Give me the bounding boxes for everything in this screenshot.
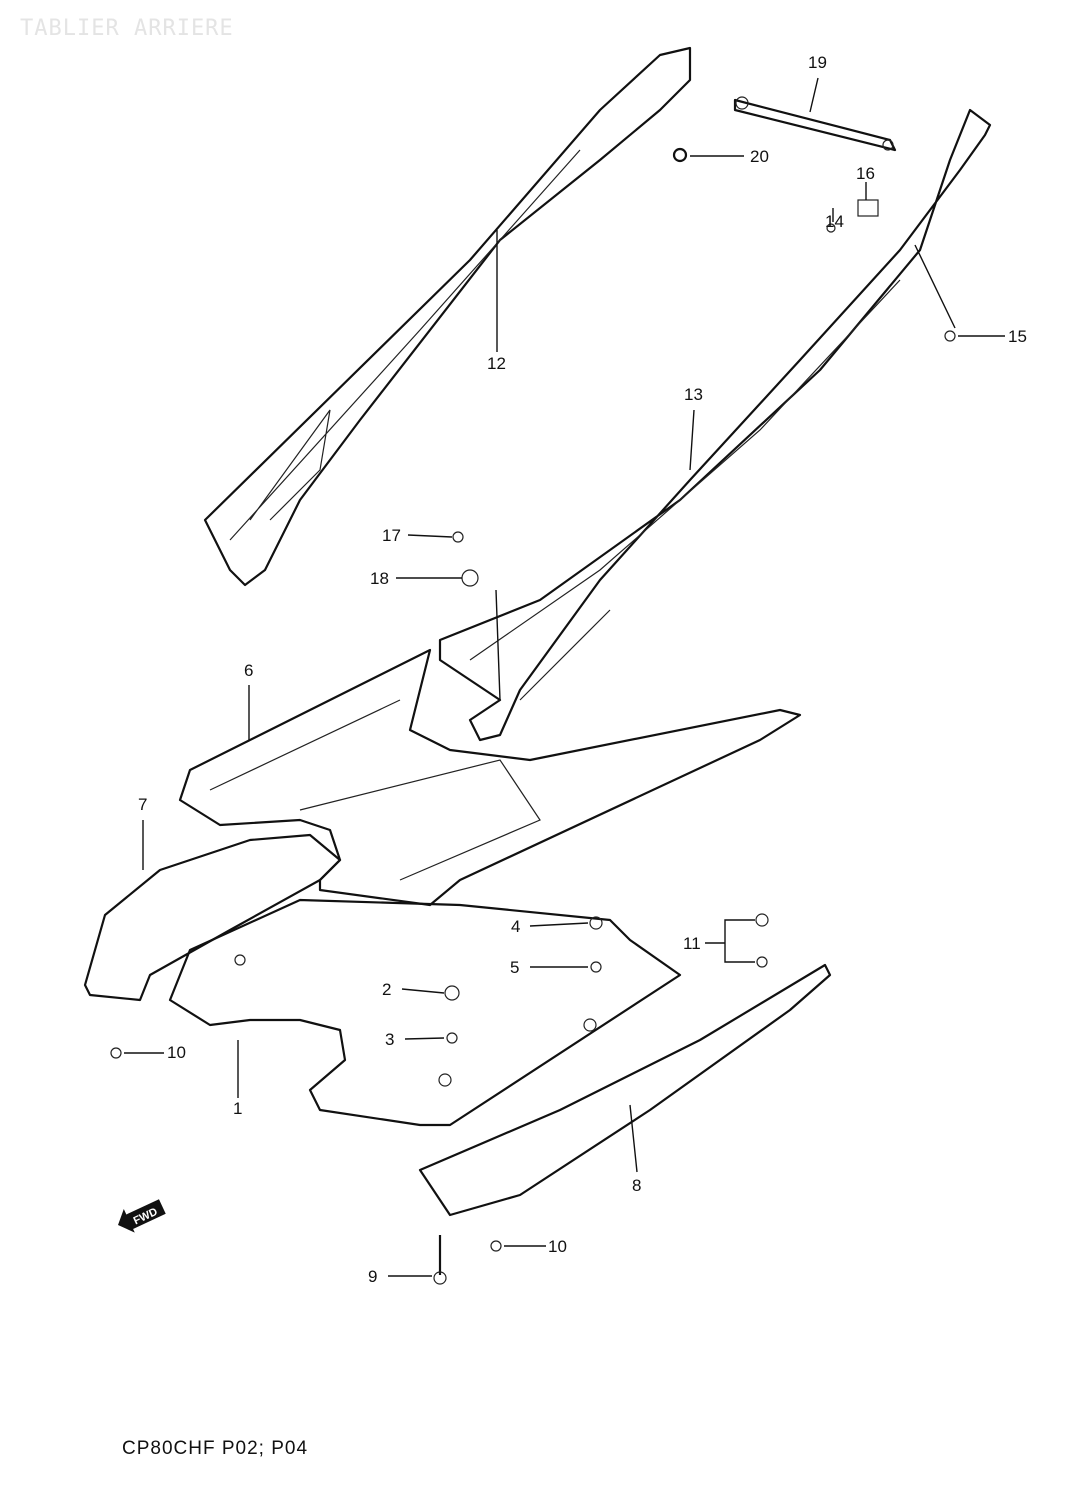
callout-13: 13 bbox=[684, 385, 703, 404]
callout-numbers: 19 20 16 14 15 12 13 17 18 6 7 4 11 5 2 … bbox=[138, 53, 1027, 1286]
callout-9: 9 bbox=[368, 1267, 377, 1286]
model-caption: CP80CHF P02; P04 bbox=[122, 1438, 309, 1459]
callout-3: 3 bbox=[385, 1030, 394, 1049]
callout-15: 15 bbox=[1008, 327, 1027, 346]
leader-lines bbox=[124, 77, 1005, 1277]
callout-5: 5 bbox=[510, 958, 519, 977]
part-6-floor-mat bbox=[178, 648, 802, 907]
callout-17: 17 bbox=[382, 526, 401, 545]
callout-7: 7 bbox=[138, 795, 147, 814]
callout-19: 19 bbox=[808, 53, 827, 72]
part-13-side-cover bbox=[438, 108, 992, 742]
fwd-label: FWD bbox=[132, 1206, 160, 1227]
callout-16: 16 bbox=[856, 164, 875, 183]
part-7-side-rail bbox=[83, 833, 342, 1002]
part-8-side-trim bbox=[418, 963, 832, 1217]
callout-10b: 10 bbox=[548, 1237, 567, 1256]
part-19-bracket bbox=[733, 96, 897, 152]
callout-8: 8 bbox=[632, 1176, 641, 1195]
diagram-title: TABLIER ARRIERE bbox=[20, 16, 234, 41]
callout-18: 18 bbox=[370, 569, 389, 588]
callout-14: 14 bbox=[825, 212, 844, 231]
callout-2: 2 bbox=[382, 980, 391, 999]
part-12-frame-cover bbox=[203, 46, 692, 587]
callout-10: 10 bbox=[167, 1043, 186, 1062]
callout-20: 20 bbox=[750, 147, 769, 166]
callout-4: 4 bbox=[511, 917, 520, 936]
part-1-floor-board bbox=[168, 898, 682, 1127]
fwd-arrow-icon: FWD bbox=[118, 1199, 166, 1233]
callout-1: 1 bbox=[233, 1099, 242, 1118]
callout-12: 12 bbox=[487, 354, 506, 373]
callout-11: 11 bbox=[683, 934, 701, 953]
callout-6: 6 bbox=[244, 661, 253, 680]
